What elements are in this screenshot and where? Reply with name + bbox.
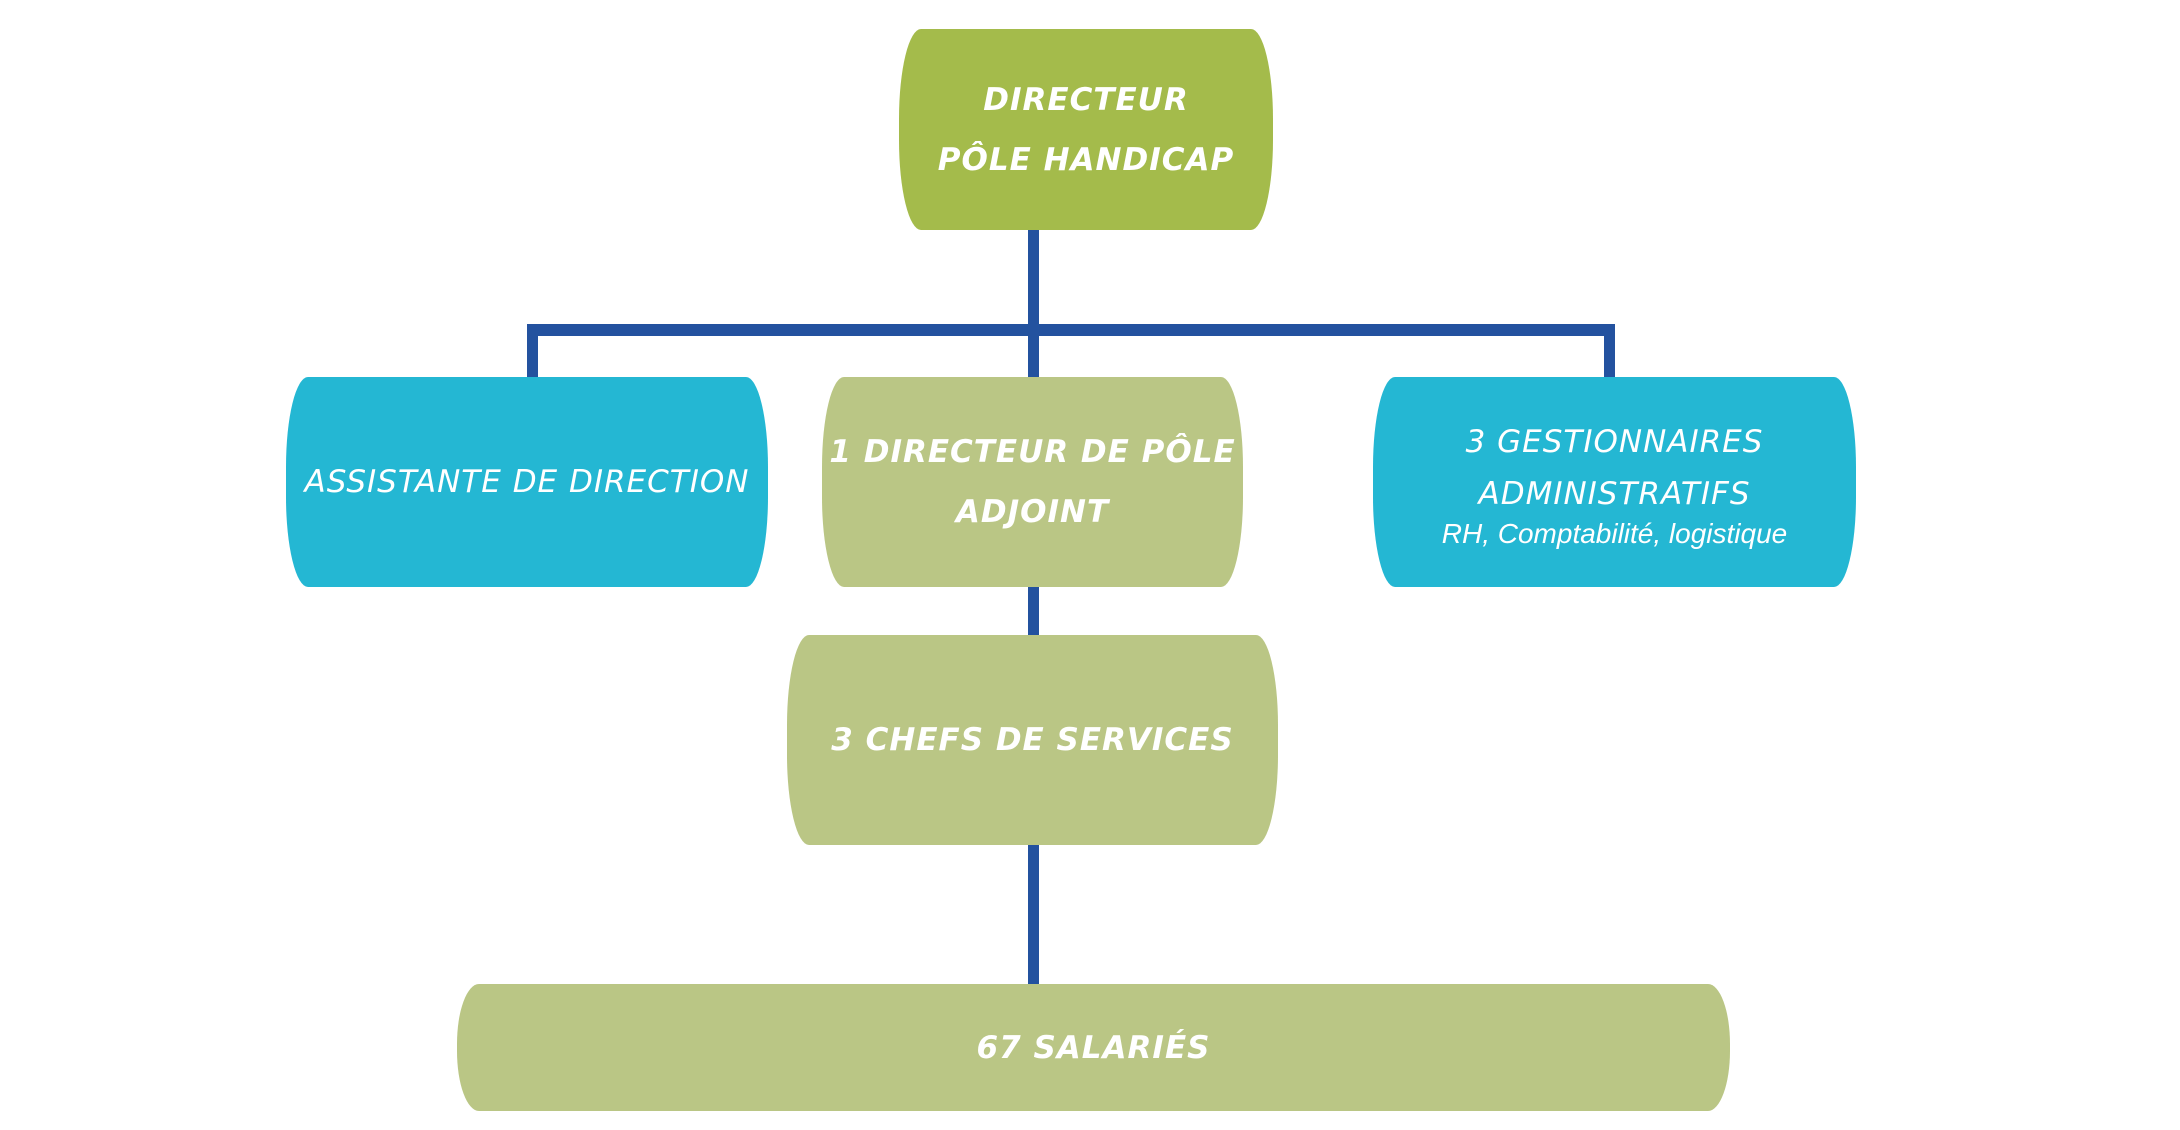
director-line-1: DIRECTEUR [983,81,1189,118]
director-line-2: PÔLE HANDICAP [937,141,1235,178]
admin-subtitle: RH, Comptabilité, logistique [1441,518,1788,549]
node-assistant: ASSISTANTE DE DIRECTION [286,377,768,587]
connector-deputy-chefs [1028,586,1039,636]
connector-assistant [527,324,538,378]
deputy-line-1: 1 DIRECTEUR DE PÔLE [829,434,1236,470]
connector-director-down [1028,228,1039,378]
admin-line-1: 3 GESTIONNAIRES [1465,424,1764,460]
connector-horizontal [527,324,1615,336]
connector-admin [1604,324,1615,378]
assistant-label: ASSISTANTE DE DIRECTION [304,464,750,500]
node-director: DIRECTEUR PÔLE HANDICAP [899,29,1273,230]
chefs-label: 3 CHEFS DE SERVICES [831,722,1234,758]
admin-line-2: ADMINISTRATIFS [1478,476,1751,512]
node-admin: 3 GESTIONNAIRES ADMINISTRATIFS RH, Compt… [1373,377,1856,587]
connector-chefs-staff [1028,844,1039,985]
staff-label: 67 SALARIÉS [976,1029,1211,1066]
deputy-line-2: ADJOINT [955,494,1110,530]
node-deputy: 1 DIRECTEUR DE PÔLE ADJOINT [822,377,1243,587]
node-staff: 67 SALARIÉS [457,984,1730,1111]
node-chefs: 3 CHEFS DE SERVICES [787,635,1278,845]
